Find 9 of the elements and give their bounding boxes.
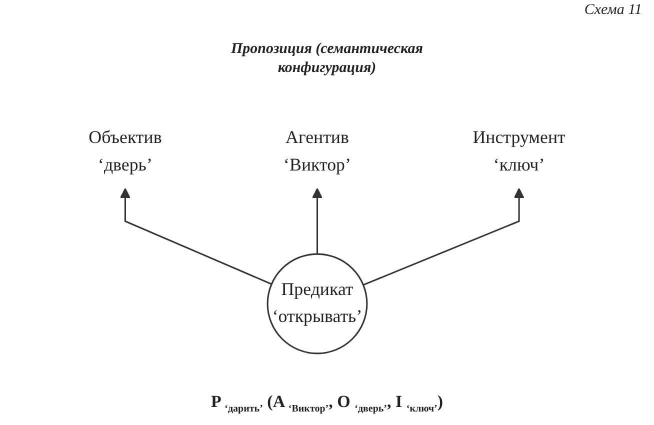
node-text: Инструмент ‘ключ’ [472, 128, 566, 175]
diagram-title: Пропозиция (семантическая конфигурация) [230, 40, 424, 78]
scheme-number: Схема 11 [584, 2, 642, 19]
node-circle: Предикат ‘открывать’ [266, 253, 368, 354]
arrow [312, 188, 322, 254]
node-text: Агентив ‘Виктор’ [284, 128, 351, 175]
arrow [120, 188, 272, 285]
arrow [362, 188, 524, 286]
node-text: Объектив ‘дверь’ [88, 128, 162, 175]
